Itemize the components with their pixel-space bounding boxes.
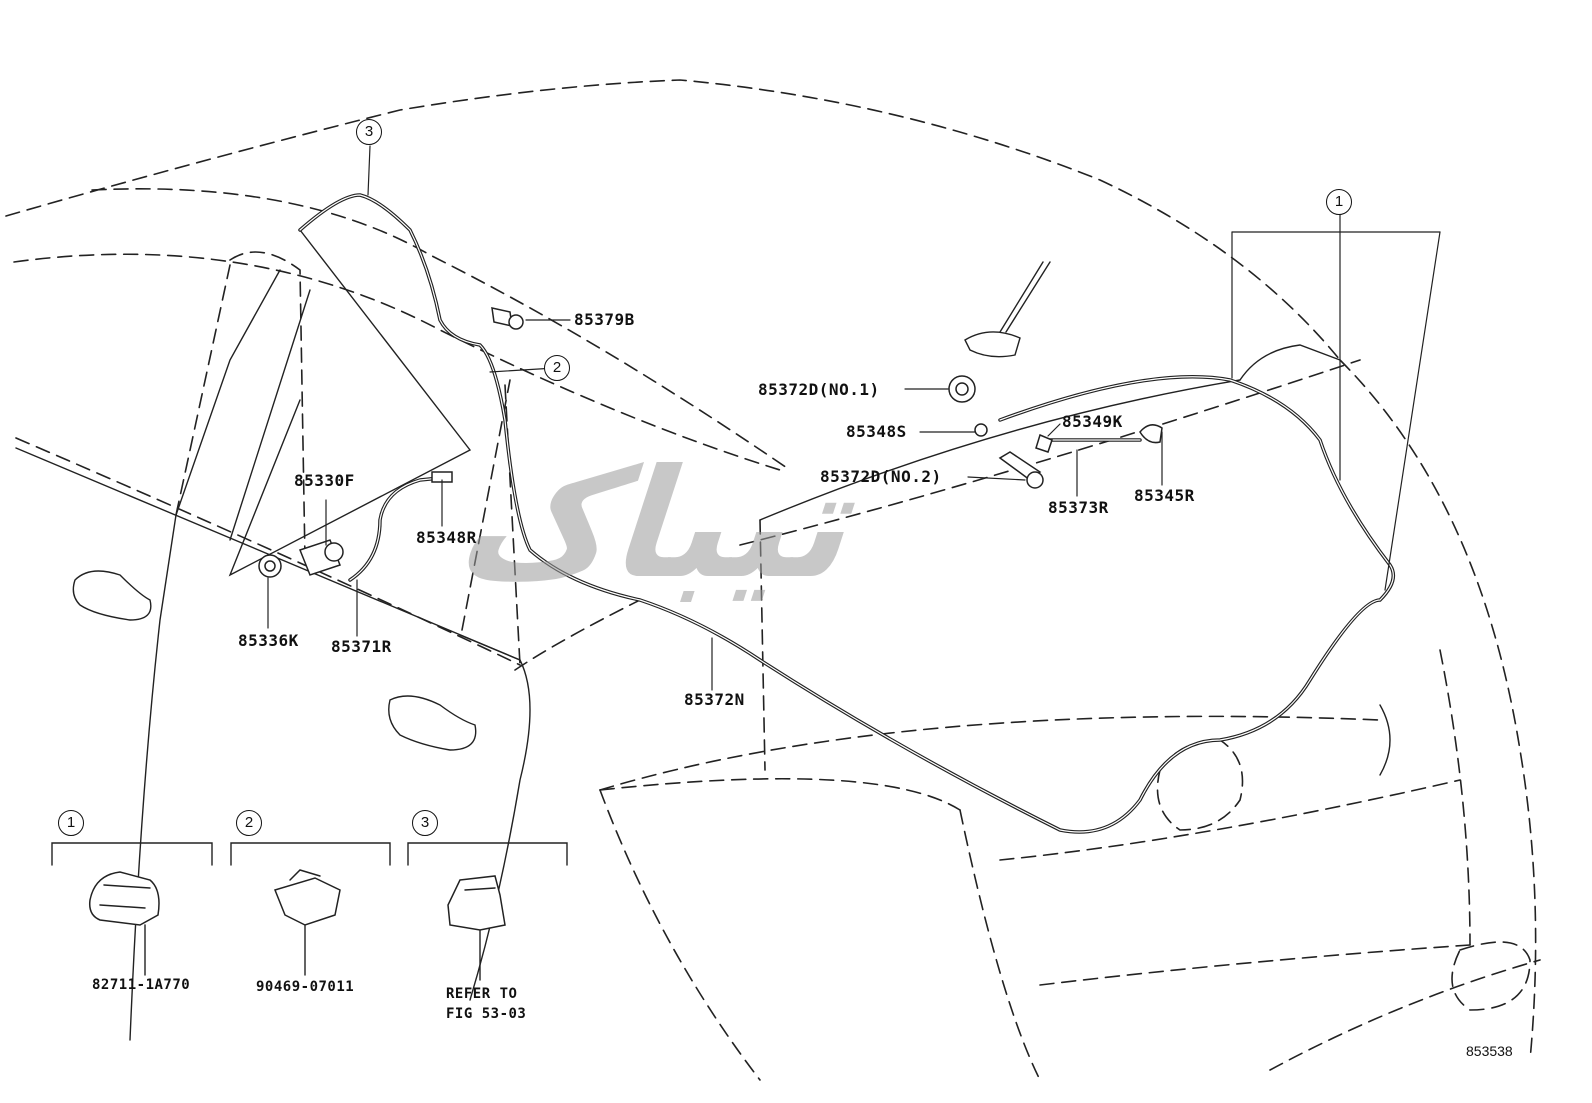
legend-callout-1: 1: [58, 810, 84, 836]
part-label-85348s: 85348S: [846, 422, 907, 441]
callout-3: 3: [356, 119, 382, 145]
body-outline-solid: [15, 229, 1391, 1041]
part-label-85372d-no1: 85372D(NO.1): [758, 380, 880, 399]
part-label-85372d-no2: 85372D(NO.2): [820, 467, 942, 486]
legend-clips: [88, 869, 506, 931]
part-label-85330f: 85330F: [294, 471, 355, 490]
watermark: تیباک: [441, 438, 887, 612]
part-label-85371r: 85371R: [331, 637, 392, 656]
door-handles: [72, 570, 477, 751]
leader-lines: [267, 145, 1441, 691]
legend-refer-line1: REFER TO: [446, 986, 518, 1002]
callout-1: 1: [1326, 189, 1352, 215]
legend-brackets: [51, 842, 568, 981]
part-label-85336k: 85336K: [238, 631, 299, 650]
part-label-85349k: 85349K: [1062, 412, 1123, 431]
components: [258, 307, 1163, 578]
callout-2: 2: [544, 355, 570, 381]
legend-part-82711-1a770: 82711-1A770: [92, 977, 191, 993]
part-label-85345r: 85345R: [1134, 486, 1195, 505]
legend-callout-3: 3: [412, 810, 438, 836]
diagram-code: 853538: [1466, 1043, 1513, 1059]
legend-refer-line2: FIG 53-03: [446, 1006, 527, 1022]
part-label-85372n: 85372N: [684, 690, 745, 709]
legend-callout-2: 2: [236, 810, 262, 836]
body-outline-dashed: [5, 79, 1541, 1081]
part-label-85379b: 85379B: [574, 310, 635, 329]
antenna: [964, 261, 1051, 358]
part-label-85348r: 85348R: [416, 528, 477, 547]
legend-part-90469-07011: 90469-07011: [256, 979, 355, 995]
part-label-85373r: 85373R: [1048, 498, 1109, 517]
